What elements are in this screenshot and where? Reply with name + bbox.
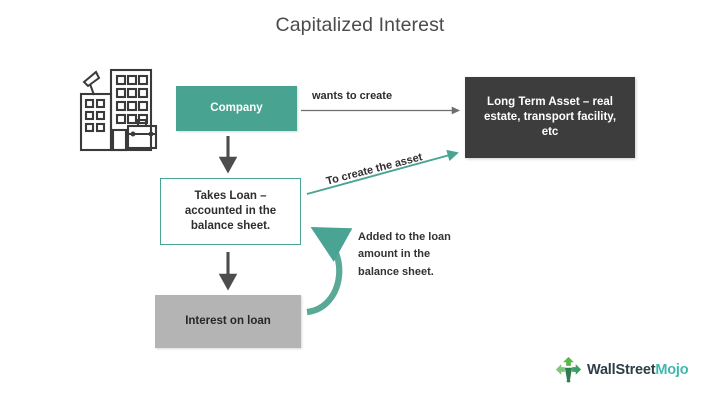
node-long-term-asset-label: Long Term Asset – real estate, transport… bbox=[483, 95, 617, 139]
logo-text: WallStreetMojo bbox=[587, 361, 689, 378]
node-takes-loan[interactable]: Takes Loan – accounted in the balance sh… bbox=[160, 178, 301, 245]
node-company[interactable]: Company bbox=[176, 86, 297, 131]
node-long-term-asset[interactable]: Long Term Asset – real estate, transport… bbox=[465, 77, 635, 158]
node-interest-on-loan[interactable]: Interest on loan bbox=[155, 295, 301, 348]
edge-label-wants-to-create: wants to create bbox=[312, 90, 393, 102]
wallstreetmojo-arrow-icon bbox=[555, 356, 582, 383]
page-title: Capitalized Interest bbox=[275, 14, 445, 36]
office-building-icon bbox=[79, 68, 158, 152]
node-company-label: Company bbox=[210, 101, 263, 114]
edge-label-added-to-loan: Added to the loan amount in the balance … bbox=[358, 231, 451, 278]
logo-text-primary: WallStreet bbox=[587, 361, 656, 378]
node-interest-on-loan-label: Interest on loan bbox=[185, 314, 271, 327]
edge-label-to-create-the-asset: To create the asset bbox=[325, 151, 424, 188]
wallstreetmojo-logo[interactable]: WallStreetMojo bbox=[555, 356, 689, 383]
logo-text-accent: Mojo bbox=[655, 361, 689, 378]
node-takes-loan-label: Takes Loan – accounted in the balance sh… bbox=[184, 189, 277, 233]
arrow-added-to-loan bbox=[306, 226, 353, 316]
